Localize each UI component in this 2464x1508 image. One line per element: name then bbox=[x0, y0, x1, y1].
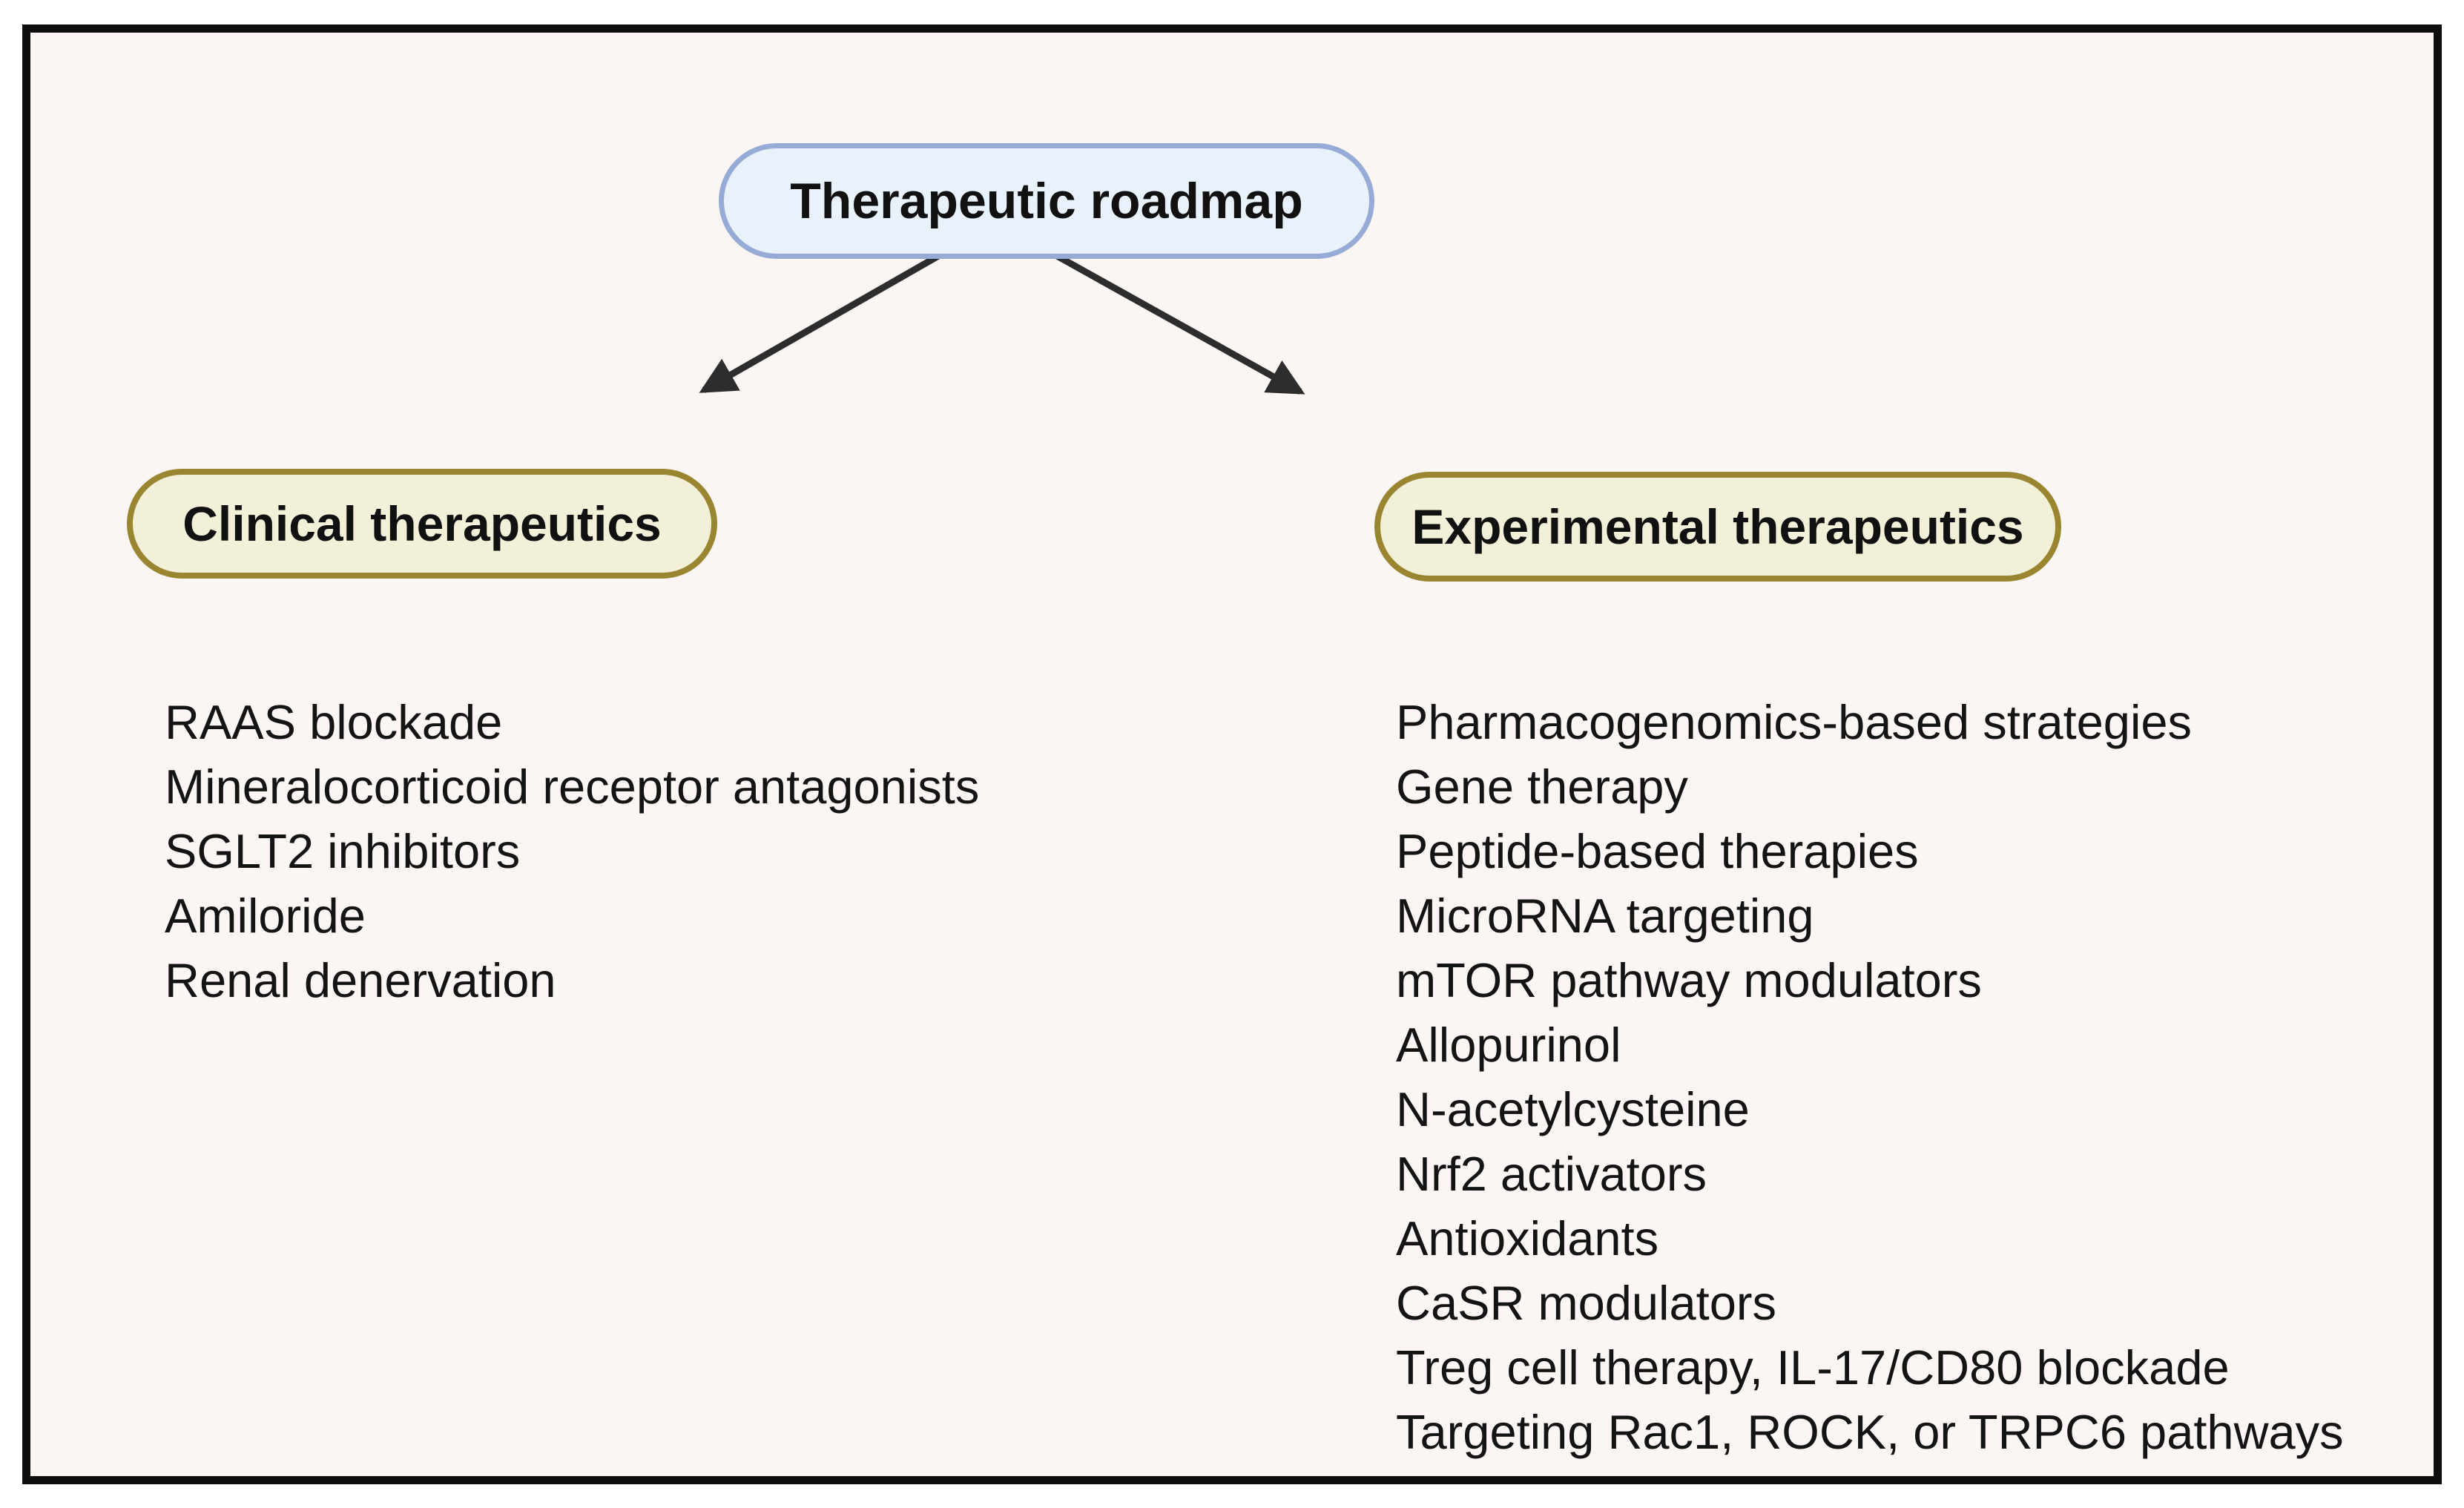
list-item: Targeting Rac1, ROCK, or TRPC6 pathways bbox=[1396, 1405, 2344, 1459]
list-item: mTOR pathway modulators bbox=[1396, 953, 1982, 1007]
list-item: CaSR modulators bbox=[1396, 1276, 1776, 1330]
root-node-label: Therapeutic roadmap bbox=[790, 173, 1303, 229]
list-item: Treg cell therapy, IL-17/CD80 blockade bbox=[1396, 1340, 2230, 1395]
branch-node-experimental-therapeutics: Experimental therapeutics bbox=[1374, 472, 2061, 582]
root-node-therapeutic-roadmap: Therapeutic roadmap bbox=[719, 143, 1374, 259]
list-item: RAAS blockade bbox=[165, 695, 503, 749]
list-item: Renal denervation bbox=[165, 953, 556, 1007]
list-item: SGLT2 inhibitors bbox=[165, 824, 521, 878]
arrow-down-left-icon bbox=[699, 246, 952, 393]
list-item: N-acetylcysteine bbox=[1396, 1082, 1750, 1136]
list-item: Allopurinol bbox=[1396, 1018, 1621, 1072]
branch-node-clinical-therapeutics: Clinical therapeutics bbox=[127, 469, 717, 579]
list-item: Amiloride bbox=[165, 889, 366, 943]
list-item: Nrf2 activators bbox=[1396, 1147, 1707, 1201]
figure-frame: Therapeutic roadmap Clinical therapeutic… bbox=[22, 24, 2442, 1484]
branch-node-label: Experimental therapeutics bbox=[1411, 499, 2024, 554]
list-item: Pharmacogenomics-based strategies bbox=[1396, 695, 2193, 749]
list-item: Antioxidants bbox=[1396, 1211, 1659, 1265]
arrow-down-right-icon bbox=[1048, 249, 1305, 395]
branch-node-label: Clinical therapeutics bbox=[182, 496, 662, 551]
list-item: Gene therapy bbox=[1396, 760, 1688, 814]
list-item: Peptide-based therapies bbox=[1396, 824, 1919, 878]
list-item: Mineralocorticoid receptor antagonists bbox=[165, 760, 980, 814]
list-item: MicroRNA targeting bbox=[1396, 889, 1814, 943]
